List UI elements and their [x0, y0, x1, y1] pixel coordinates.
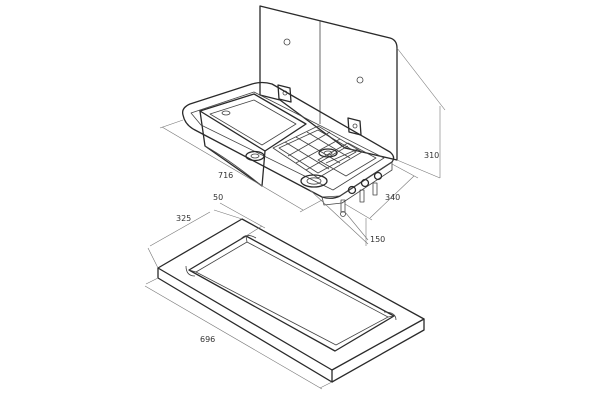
lid-hinge-right	[347, 117, 362, 136]
mounting-frame	[157, 218, 425, 383]
hob-dimensions: 716 340 310 150	[159, 47, 446, 246]
dim-310-label: 310	[424, 151, 439, 160]
sink-bowl	[199, 93, 307, 187]
dim-716-label: 716	[218, 171, 233, 180]
glass-lid	[259, 5, 398, 161]
burner-large	[300, 174, 328, 188]
dim-150-label: 150	[370, 235, 385, 244]
burner-small	[318, 148, 338, 158]
hob-top-plate	[182, 81, 395, 199]
dim-325-label: 325	[176, 214, 191, 223]
control-knobs	[340, 171, 383, 217]
dim-340-label: 340	[385, 193, 400, 202]
frame-dimensions: 325 50 696	[144, 193, 333, 390]
hob-sink-unit	[182, 5, 398, 217]
dim-696-label: 696	[200, 335, 215, 344]
dim-50-label: 50	[213, 193, 223, 202]
pan-support-grid	[272, 125, 377, 179]
